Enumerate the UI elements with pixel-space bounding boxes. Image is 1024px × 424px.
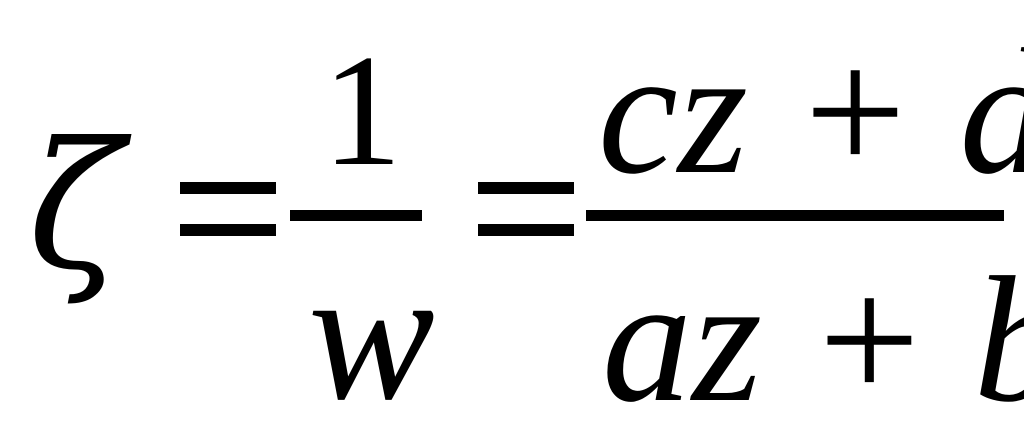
zeta-symbol: ζ: [28, 106, 123, 309]
equals-sign-2-top: [478, 182, 574, 194]
second-fraction-denominator: az + b: [602, 240, 1024, 424]
second-fraction-bar: [586, 210, 1004, 221]
equals-sign-2-bottom: [478, 224, 574, 236]
equals-sign-1-bottom: [180, 224, 276, 236]
first-fraction-bar: [290, 210, 422, 221]
first-fraction-denominator: w: [308, 230, 435, 424]
equals-sign-1-top: [180, 182, 276, 194]
first-fraction-numerator: 1: [322, 21, 402, 199]
second-fraction-numerator: cz + d: [598, 12, 1024, 211]
